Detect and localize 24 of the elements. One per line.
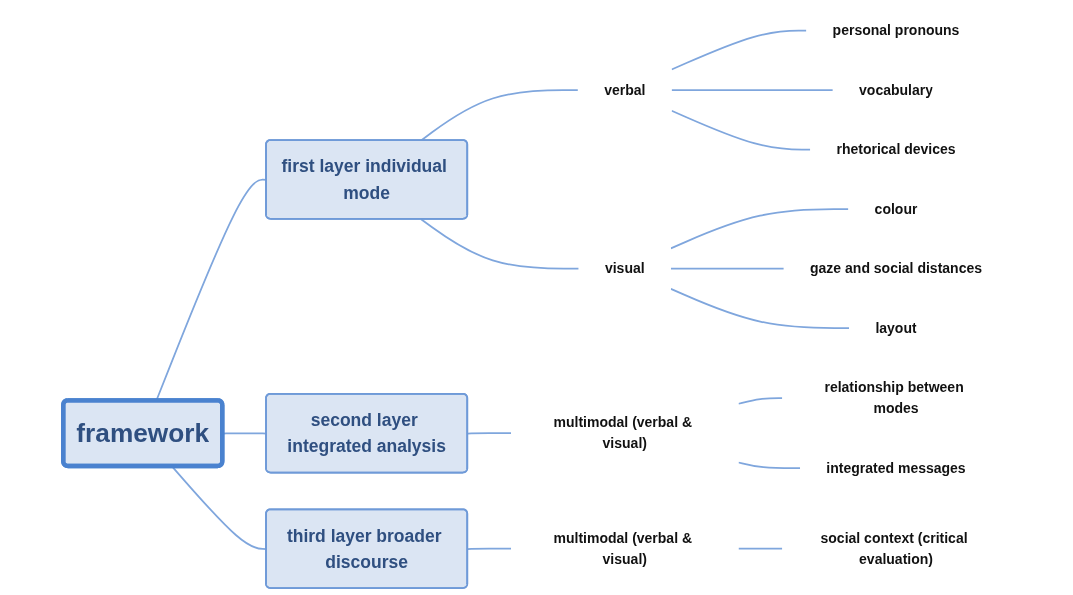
connector xyxy=(670,89,834,91)
node-text: visual xyxy=(604,260,645,276)
connector xyxy=(737,547,784,550)
node-text: multimodal (verbal & visual) xyxy=(553,530,693,567)
node-text: multimodal (verbal & visual) xyxy=(553,414,693,451)
connector xyxy=(670,109,812,151)
node-text: layout xyxy=(875,320,917,336)
connector xyxy=(737,397,784,405)
node-text: relationship between modes xyxy=(824,379,964,416)
connector xyxy=(420,218,580,270)
connector xyxy=(669,267,785,270)
node-text: personal pronouns xyxy=(832,22,960,38)
node-text: social context (critical evaluation) xyxy=(820,530,968,567)
connector xyxy=(737,461,801,469)
node-text: gaze and social distances xyxy=(810,260,982,276)
connector xyxy=(420,89,579,142)
connector xyxy=(669,208,850,250)
node-text: verbal xyxy=(604,82,646,98)
node-text: integrated messages xyxy=(826,460,966,476)
node-text: rhetorical devices xyxy=(836,141,956,157)
node-text: vocabulary xyxy=(859,82,933,98)
connector xyxy=(669,287,850,329)
node-text: colour xyxy=(874,201,918,217)
connector xyxy=(670,29,808,71)
